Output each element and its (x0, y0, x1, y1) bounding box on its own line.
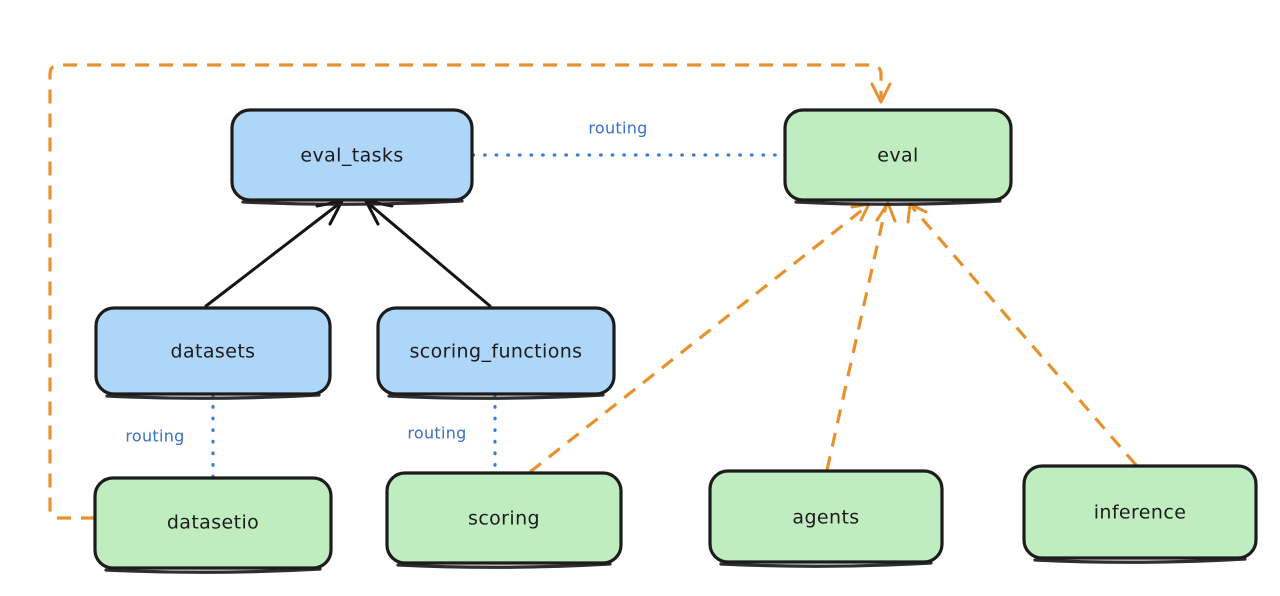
node-agents[interactable]: agents (708, 469, 944, 568)
edge-scoring-functions-eval-tasks (364, 199, 492, 308)
edge-label-routing-datasets: routing (125, 427, 184, 446)
node-scoring-functions-label: scoring_functions (410, 341, 583, 363)
node-datasetio-shape (93, 476, 333, 570)
node-datasetio[interactable]: datasetio (93, 476, 333, 574)
edge-inference-eval (906, 202, 1138, 467)
edge-label-routing-eval-tasks: routing (588, 119, 647, 138)
node-scoring-shape (385, 471, 623, 565)
edge-agents-eval (825, 201, 897, 471)
node-eval[interactable]: eval (783, 108, 1013, 206)
node-eval-label: eval (877, 145, 918, 167)
node-eval-sketch-underline (794, 199, 1002, 206)
node-scoring-label: scoring (468, 508, 540, 530)
node-agents-shape (708, 469, 944, 564)
node-eval-shape (783, 108, 1013, 202)
node-inference-sketch-underline (1033, 557, 1247, 564)
node-agents-sketch-underline (719, 561, 933, 568)
node-inference-shape (1022, 464, 1258, 560)
edge-datasetio-eval (48, 63, 892, 520)
node-scoring-functions[interactable]: scoring_functions (376, 306, 616, 400)
node-eval-tasks[interactable]: eval_tasks (230, 108, 474, 206)
node-datasetio-label: datasetio (167, 512, 259, 534)
node-inference-label: inference (1094, 502, 1187, 524)
node-scoring-sketch-underline (396, 562, 612, 569)
node-scoring-functions-sketch-underline (387, 393, 605, 400)
node-agents-label: agents (792, 507, 859, 529)
node-eval-tasks-shape (230, 108, 474, 202)
node-scoring[interactable]: scoring (385, 471, 623, 569)
node-eval-tasks-label: eval_tasks (300, 145, 403, 167)
node-datasets[interactable]: datasets (94, 306, 332, 400)
edge-label-routing-scoring-functions: routing (407, 424, 466, 443)
node-datasets-shape (94, 306, 332, 396)
node-inference[interactable]: inference (1022, 464, 1258, 564)
node-scoring-functions-shape (376, 306, 616, 396)
node-datasets-sketch-underline (105, 393, 321, 400)
edge-datasets-eval-tasks (204, 199, 344, 308)
node-datasets-label: datasets (171, 341, 256, 363)
node-datasetio-sketch-underline (104, 567, 322, 574)
node-eval-tasks-sketch-underline (241, 199, 464, 206)
